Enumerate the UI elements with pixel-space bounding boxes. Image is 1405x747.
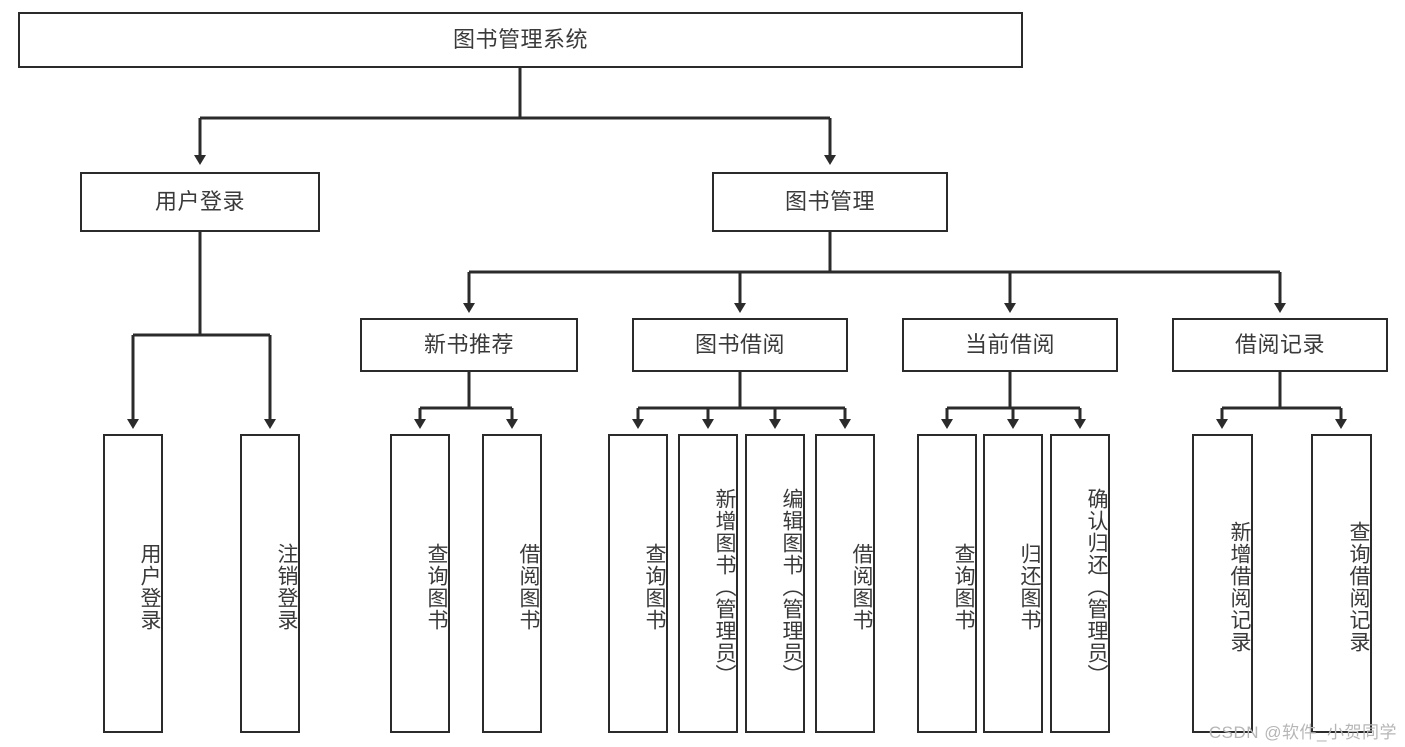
leaf-current-borrow-query[interactable]: 查询图书 xyxy=(917,434,977,733)
leaf-borrow-record-add[interactable]: 新增借阅记录 xyxy=(1192,434,1253,733)
leaf-current-borrow-return[interactable]: 归还图书 xyxy=(983,434,1043,733)
node-book-management[interactable]: 图书管理 xyxy=(712,172,948,232)
leaf-user-login-signout[interactable]: 注销登录 xyxy=(240,434,300,733)
leaf-new-book-borrow[interactable]: 借阅图书 xyxy=(482,434,542,733)
node-borrow-record[interactable]: 借阅记录 xyxy=(1172,318,1388,372)
node-new-book-recommend[interactable]: 新书推荐 xyxy=(360,318,578,372)
node-current-borrow[interactable]: 当前借阅 xyxy=(902,318,1118,372)
leaf-user-login-signin[interactable]: 用户登录 xyxy=(103,434,163,733)
leaf-new-book-query[interactable]: 查询图书 xyxy=(390,434,450,733)
leaf-book-borrow-add-admin[interactable]: 新增图书（管理员） xyxy=(678,434,738,733)
leaf-book-borrow-edit-admin[interactable]: 编辑图书（管理员） xyxy=(745,434,805,733)
leaf-book-borrow-query[interactable]: 查询图书 xyxy=(608,434,668,733)
node-user-login[interactable]: 用户登录 xyxy=(80,172,320,232)
watermark-text: CSDN @软件_小贺同学 xyxy=(1208,723,1397,742)
node-root-library-system[interactable]: 图书管理系统 xyxy=(18,12,1023,68)
node-book-borrow[interactable]: 图书借阅 xyxy=(632,318,848,372)
leaf-current-borrow-confirm-admin[interactable]: 确认归还（管理员） xyxy=(1050,434,1110,733)
leaf-book-borrow-borrow[interactable]: 借阅图书 xyxy=(815,434,875,733)
leaf-borrow-record-query[interactable]: 查询借阅记录 xyxy=(1311,434,1372,733)
